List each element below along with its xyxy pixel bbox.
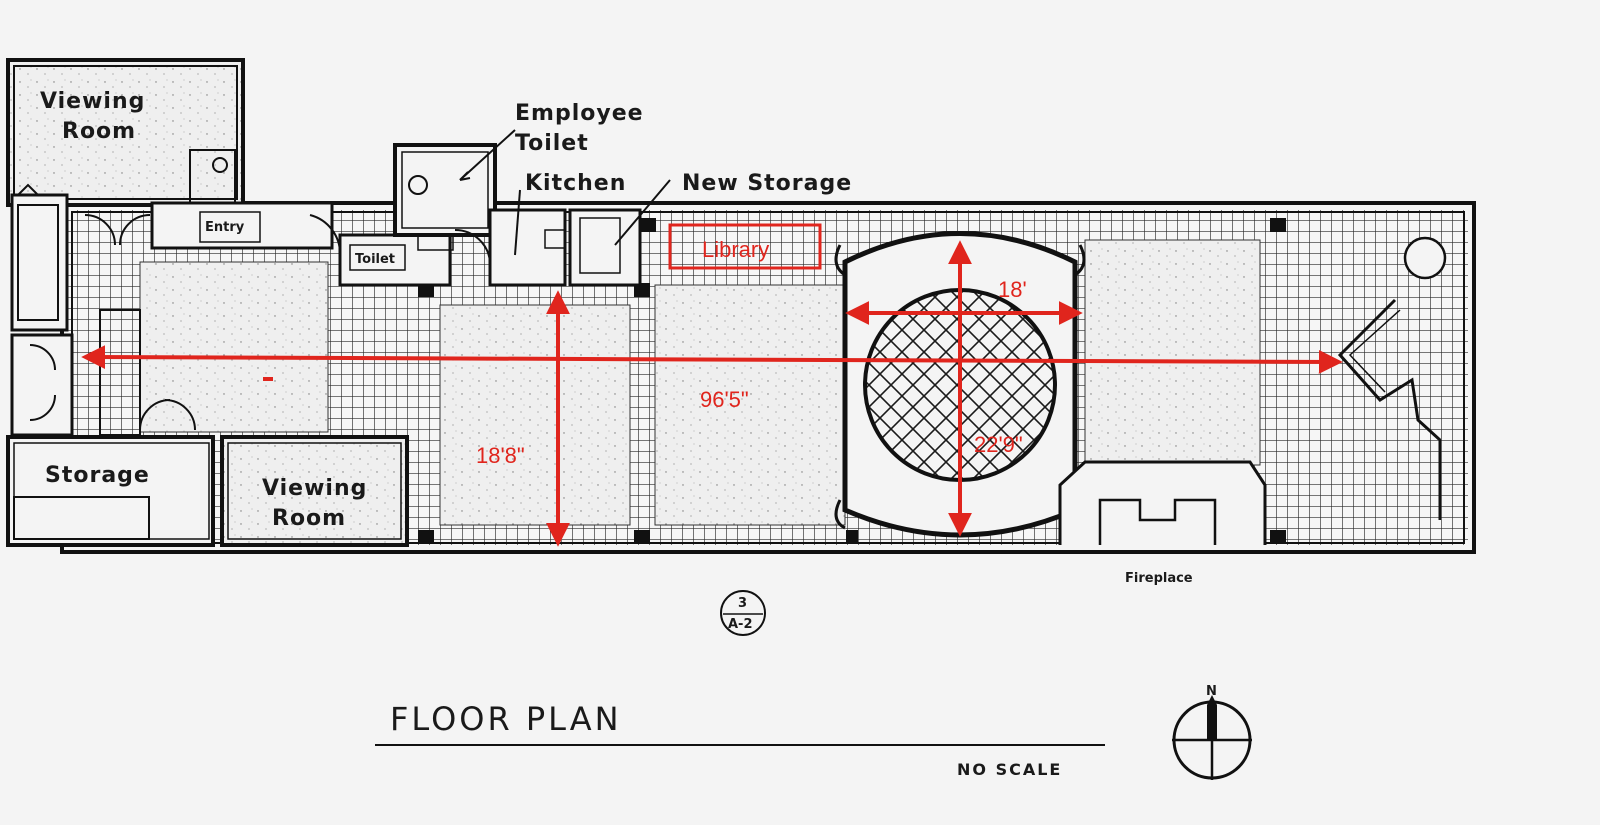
dimension-overall-length: 96'5" (700, 387, 749, 412)
dimension-rotunda-length: 22'9" (974, 432, 1023, 457)
arrow-overall-length (81, 345, 1343, 374)
leader-lines (459, 129, 671, 256)
entry-toilet-strip (84, 201, 454, 287)
viewing-room-top (6, 58, 245, 332)
room-label-viewing-2b: Room (272, 506, 346, 531)
red-tick-mark (263, 377, 273, 381)
service-block (393, 143, 642, 287)
viewing-room-bottom (220, 435, 409, 547)
room-label-storage: Storage (45, 463, 150, 488)
room-label-viewing-1b: Room (62, 119, 136, 144)
north-label: N (1206, 684, 1217, 699)
north-arrow: N (1172, 684, 1252, 780)
section-marker-bottom: A-2 (728, 617, 753, 632)
room-label-fireplace: Fireplace (1125, 571, 1193, 586)
room-label-kitchen: Kitchen (525, 171, 626, 196)
section-marker: 3 A-2 (720, 590, 766, 636)
west-vestibule (10, 309, 196, 437)
room-label-library: Library (702, 237, 769, 262)
library-highlight-box (668, 223, 822, 270)
room-label-new-storage: New Storage (682, 171, 852, 196)
room-label-viewing-1a: Viewing (40, 89, 145, 114)
room-label-employee-toilet-b: Toilet (515, 131, 589, 156)
storage-room (6, 435, 215, 547)
drawing-title: FLOOR PLAN (390, 700, 622, 738)
scale-note: NO SCALE (957, 760, 1062, 779)
section-marker-top: 3 (738, 596, 747, 611)
room-label-toilet: Toilet (355, 252, 395, 267)
room-label-employee-toilet-a: Employee (515, 101, 644, 126)
room-label-viewing-2a: Viewing (262, 476, 367, 501)
dimension-rotunda-width: 18' (998, 277, 1027, 302)
room-label-entry: Entry (205, 220, 245, 235)
fireplace (1058, 460, 1267, 545)
dimension-arrows (81, 240, 1343, 547)
dimension-west-width: 18'8" (476, 443, 525, 468)
